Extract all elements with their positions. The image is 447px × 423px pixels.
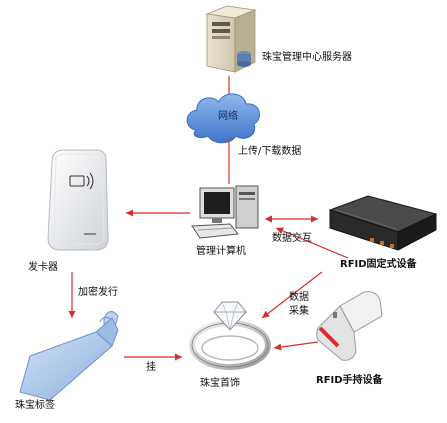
hang-label: 挂	[146, 362, 156, 373]
rfid-fixed-label: RFID固定式设备	[340, 259, 417, 270]
rfid-card-reader-icon	[47, 149, 109, 251]
rfid-handheld-label: RFID手持设备	[316, 375, 383, 386]
data-collect-label-line1: 数据	[289, 292, 309, 303]
jewelry-label: 珠宝首饰	[200, 378, 240, 389]
network-label: 网络	[218, 111, 238, 122]
server-tower-icon	[205, 5, 257, 73]
handheld-to-jewelry-arrow	[273, 341, 319, 351]
desktop-computer-icon	[191, 185, 259, 239]
fixed-to-ring-arrow	[261, 271, 323, 319]
data-exchange-label: 数据交互	[272, 233, 312, 244]
card-issuer-label: 发卡器	[28, 262, 58, 273]
jewelry-tag-label: 珠宝标签	[15, 400, 55, 411]
upload-download-label: 上传/下载数据	[238, 146, 302, 157]
rfid-handheld-scanner-icon	[316, 291, 383, 361]
server-label: 珠宝管理中心服务器	[262, 52, 352, 63]
encrypt-issue-label: 加密发行	[78, 287, 118, 298]
management-computer-label: 管理计算机	[196, 246, 246, 257]
data-collect-label-line2: 采集	[289, 306, 309, 317]
fixed-to-computer-arrow	[275, 227, 349, 259]
diamond-ring-icon	[189, 301, 271, 370]
rfid-fixed-reader-icon	[328, 195, 438, 251]
jewelry-tag-icon	[19, 311, 119, 401]
cloud-icon	[186, 93, 261, 144]
